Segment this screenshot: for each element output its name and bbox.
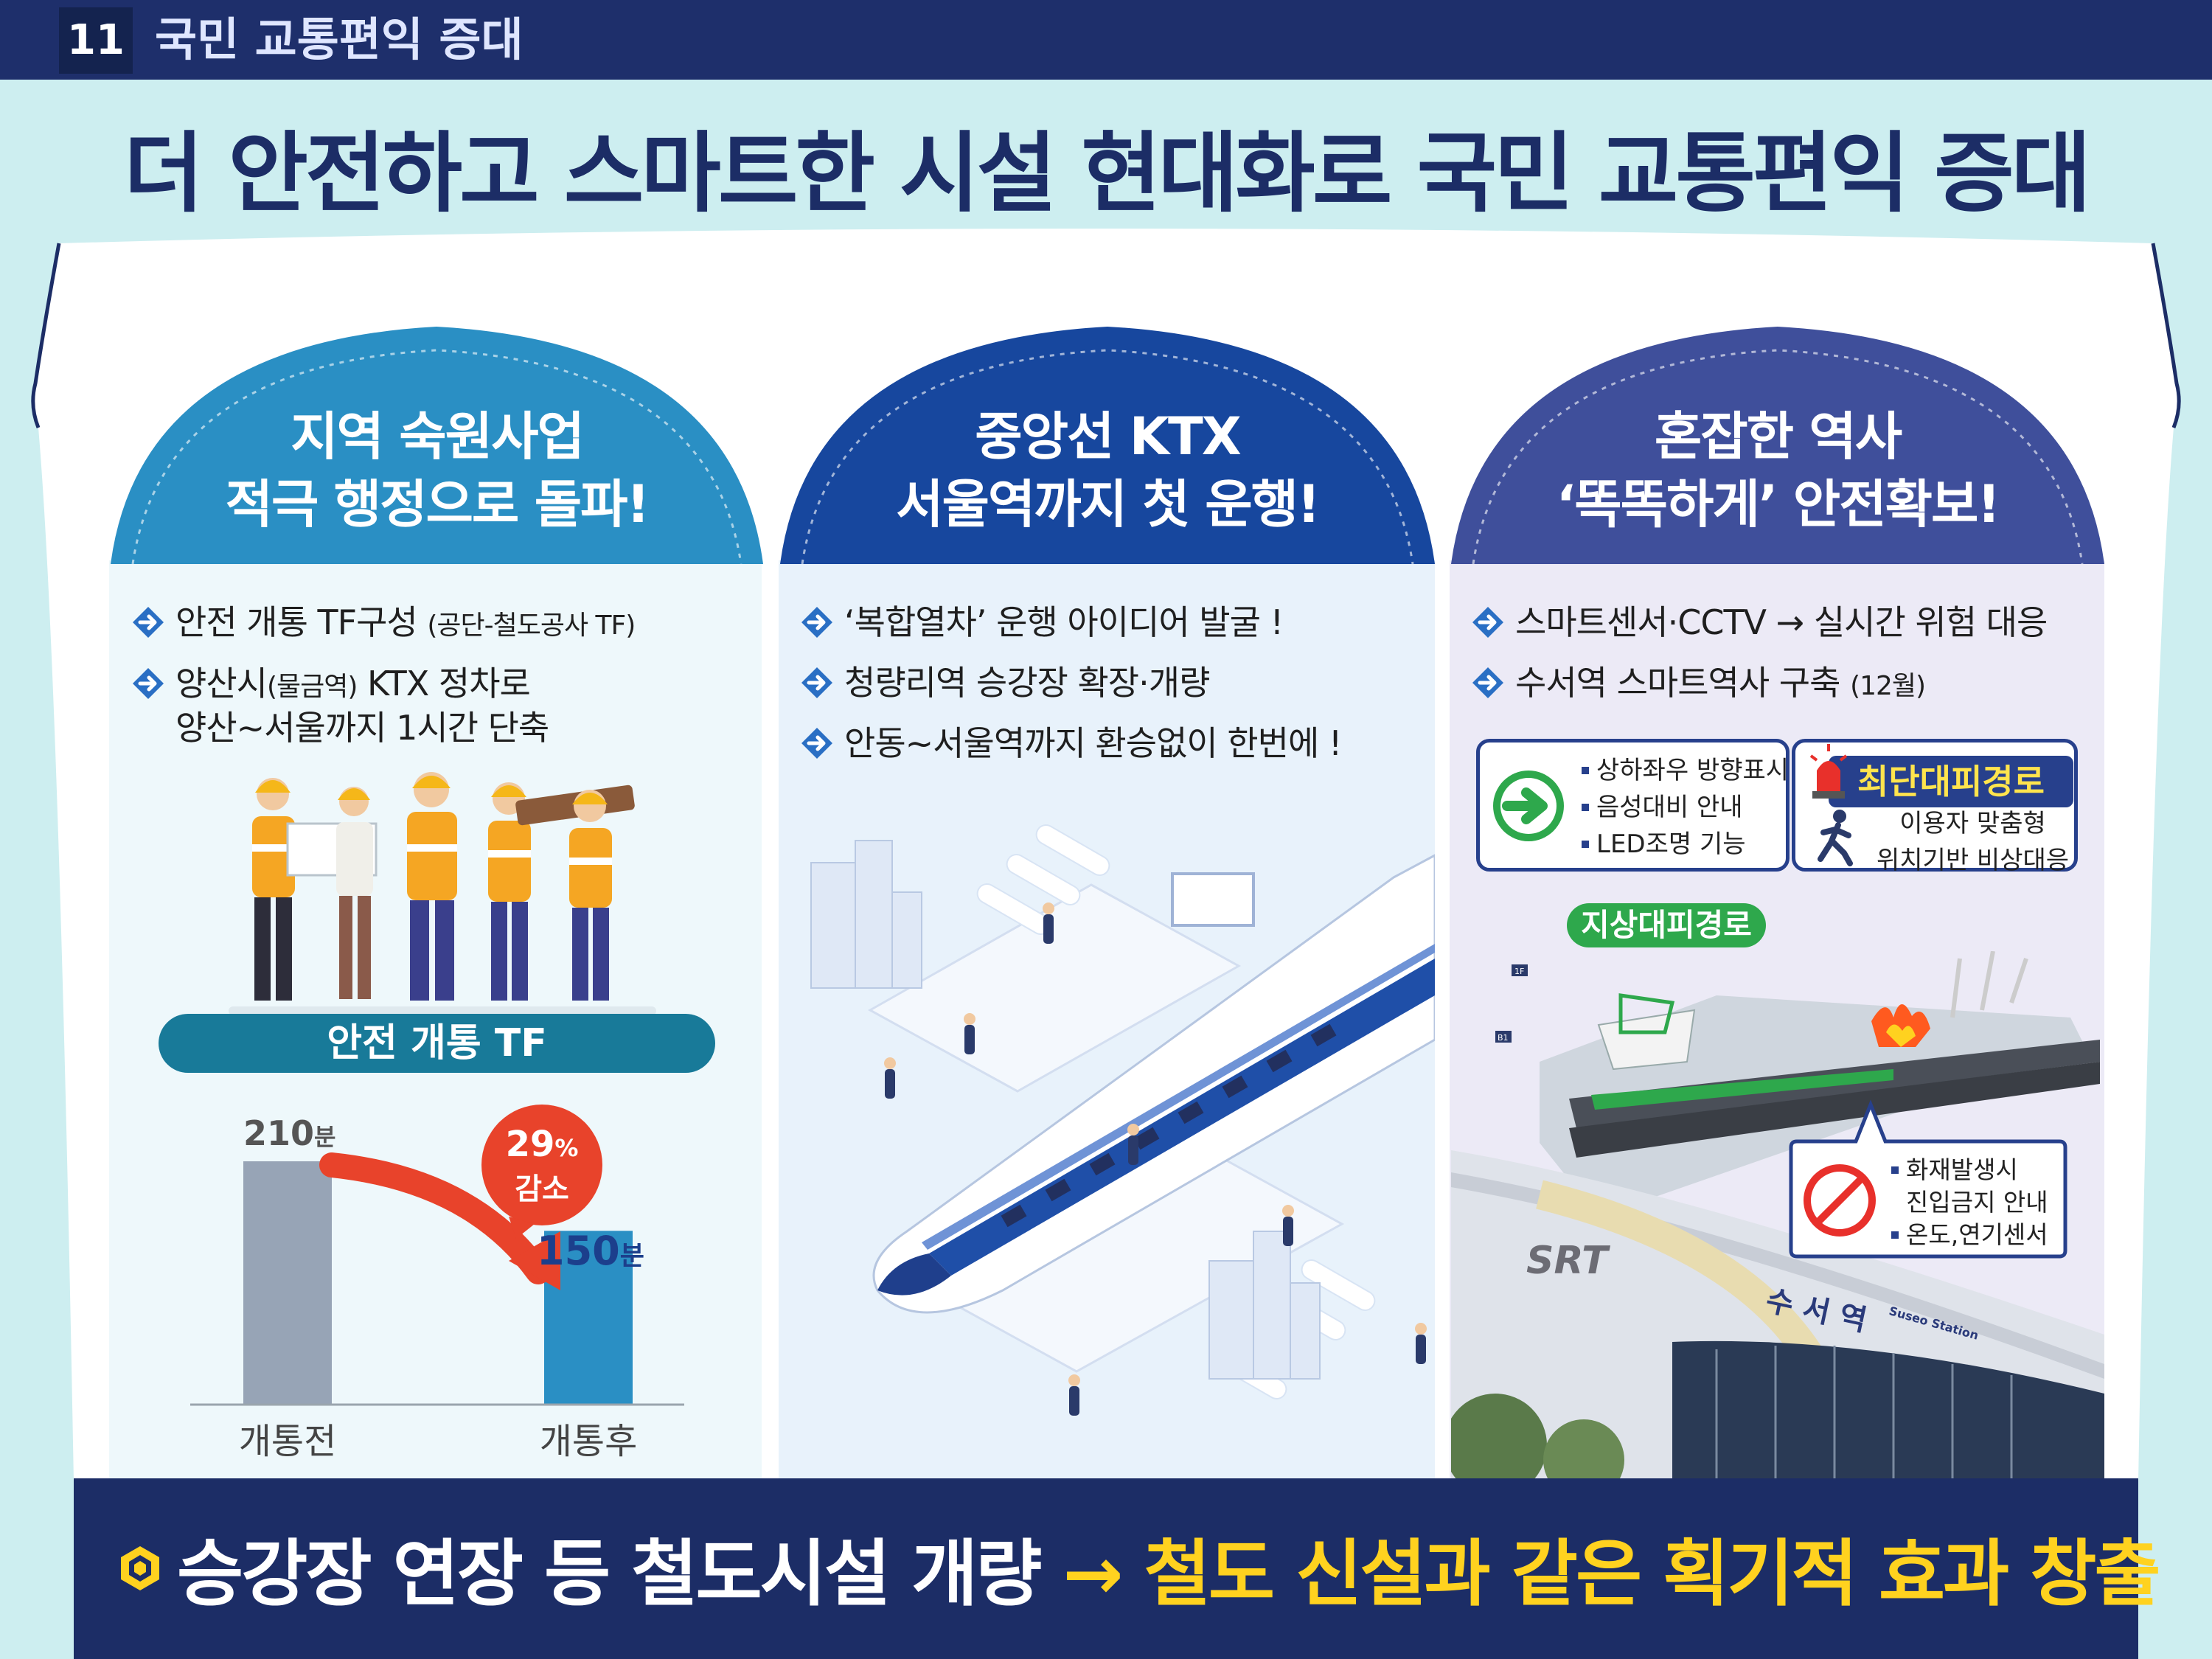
col1-title-line2: 적극 행정으로 돌파! bbox=[225, 474, 650, 535]
arrow-bullet-icon bbox=[800, 605, 834, 639]
col1-bullet-2: 양산시(물금역) KTX 정차로 bbox=[131, 662, 531, 709]
col3-title-line1: 혼잡한 역사 bbox=[1654, 406, 1902, 467]
user-customized-response: 이용자 맞춤형 위치기반 비상대응 bbox=[1877, 809, 2070, 875]
col1-title-line1: 지역 숙원사업 bbox=[291, 406, 585, 467]
running-person-icon bbox=[1818, 810, 1853, 866]
arrow-bullet-icon bbox=[131, 667, 165, 700]
direction-features-list: 상하좌우 방향표시 음성대비 안내 LED조명 기능 bbox=[1582, 752, 1789, 863]
col2-bullet-1: ‘복합열차’ 운행 아이디어 발굴 ! bbox=[800, 601, 1284, 644]
col3-bullet-1: 스마트센서·CCTV → 실시간 위험 대응 bbox=[1471, 601, 2048, 644]
after-value-label: 150분 bbox=[537, 1228, 644, 1274]
arrow-bullet-icon bbox=[131, 605, 165, 639]
top-header-bar: 11 국민 교통편익 증대 bbox=[0, 0, 2212, 80]
construction-workers-illustration bbox=[229, 772, 656, 1015]
dome-shape-blue bbox=[780, 327, 1435, 564]
arrow-bullet-icon bbox=[800, 726, 834, 760]
map-floor-b1-label: B1 bbox=[1498, 1033, 1509, 1043]
col3-bullet-2: 수서역 스마트역사 구축 (12월) bbox=[1471, 661, 1926, 708]
safety-tf-label: 안전 개통 TF bbox=[159, 1014, 715, 1073]
bottom-summary-bar bbox=[74, 1478, 2138, 1659]
dome-shape-purple bbox=[1451, 327, 2104, 564]
station-evacuation-map: 1F B1 bbox=[1451, 951, 2104, 1478]
ktx-train-isometric-illustration bbox=[810, 824, 1435, 1416]
fire-notice-list: 화재발생시 진입금지 안내 온도,연기센서 bbox=[1891, 1154, 2048, 1251]
fire-warning-callout bbox=[1789, 1099, 2067, 1259]
col1-bullet-1: 안전 개통 TF구성 (공단-철도공사 TF) bbox=[131, 601, 636, 647]
bottom-summary-text: 승강장 연장 등 철도시설 개량 → 철도 신설과 같은 획기적 효과 창출 bbox=[177, 1532, 2161, 1616]
arrow-bullet-icon bbox=[1471, 666, 1505, 700]
arrow-bullet-icon bbox=[1471, 605, 1505, 639]
ground-evacuation-route-label: 지상대피경로 bbox=[1567, 903, 1766, 947]
green-arrow-sign-icon bbox=[1493, 771, 1564, 841]
srt-logo-text: SRT bbox=[1526, 1239, 1608, 1283]
arrow-bullet-icon bbox=[800, 666, 834, 700]
dome-shape-teal bbox=[111, 327, 763, 564]
hexagon-bullet-icon bbox=[121, 1546, 159, 1590]
col2-bullet-3: 안동~서울역까지 환승없이 한번에 ! bbox=[800, 722, 1342, 765]
page-headline: 더 안전하고 스마트한 시설 현대화로 국민 교통편익 증대 bbox=[123, 122, 2091, 224]
after-opening-label: 개통후 bbox=[539, 1421, 638, 1462]
before-value-label: 210분 bbox=[243, 1113, 336, 1153]
col2-bullet-2: 청량리역 승강장 확장·개량 bbox=[800, 661, 1210, 704]
reduction-label: 감소 bbox=[515, 1172, 569, 1206]
col3-title-line2: ‘똑똑하게’ 안전확보! bbox=[1556, 474, 2001, 535]
col2-title-line1: 중앙선 KTX bbox=[975, 406, 1242, 467]
reduction-percentage: 29% bbox=[505, 1124, 579, 1165]
map-floor-1f-label: 1F bbox=[1514, 967, 1524, 976]
col1-bullet-2-line2: 양산~서울까지 1시간 단축 bbox=[175, 708, 549, 748]
before-opening-label: 개통전 bbox=[238, 1421, 337, 1462]
shortest-evacuation-title: 최단대피경로 bbox=[1829, 756, 2073, 807]
col2-title-line2: 서울역까지 첫 운행! bbox=[896, 474, 1321, 535]
section-title: 국민 교통편익 증대 bbox=[155, 13, 524, 66]
siren-icon bbox=[1809, 744, 1848, 799]
section-number: 11 bbox=[59, 7, 133, 74]
